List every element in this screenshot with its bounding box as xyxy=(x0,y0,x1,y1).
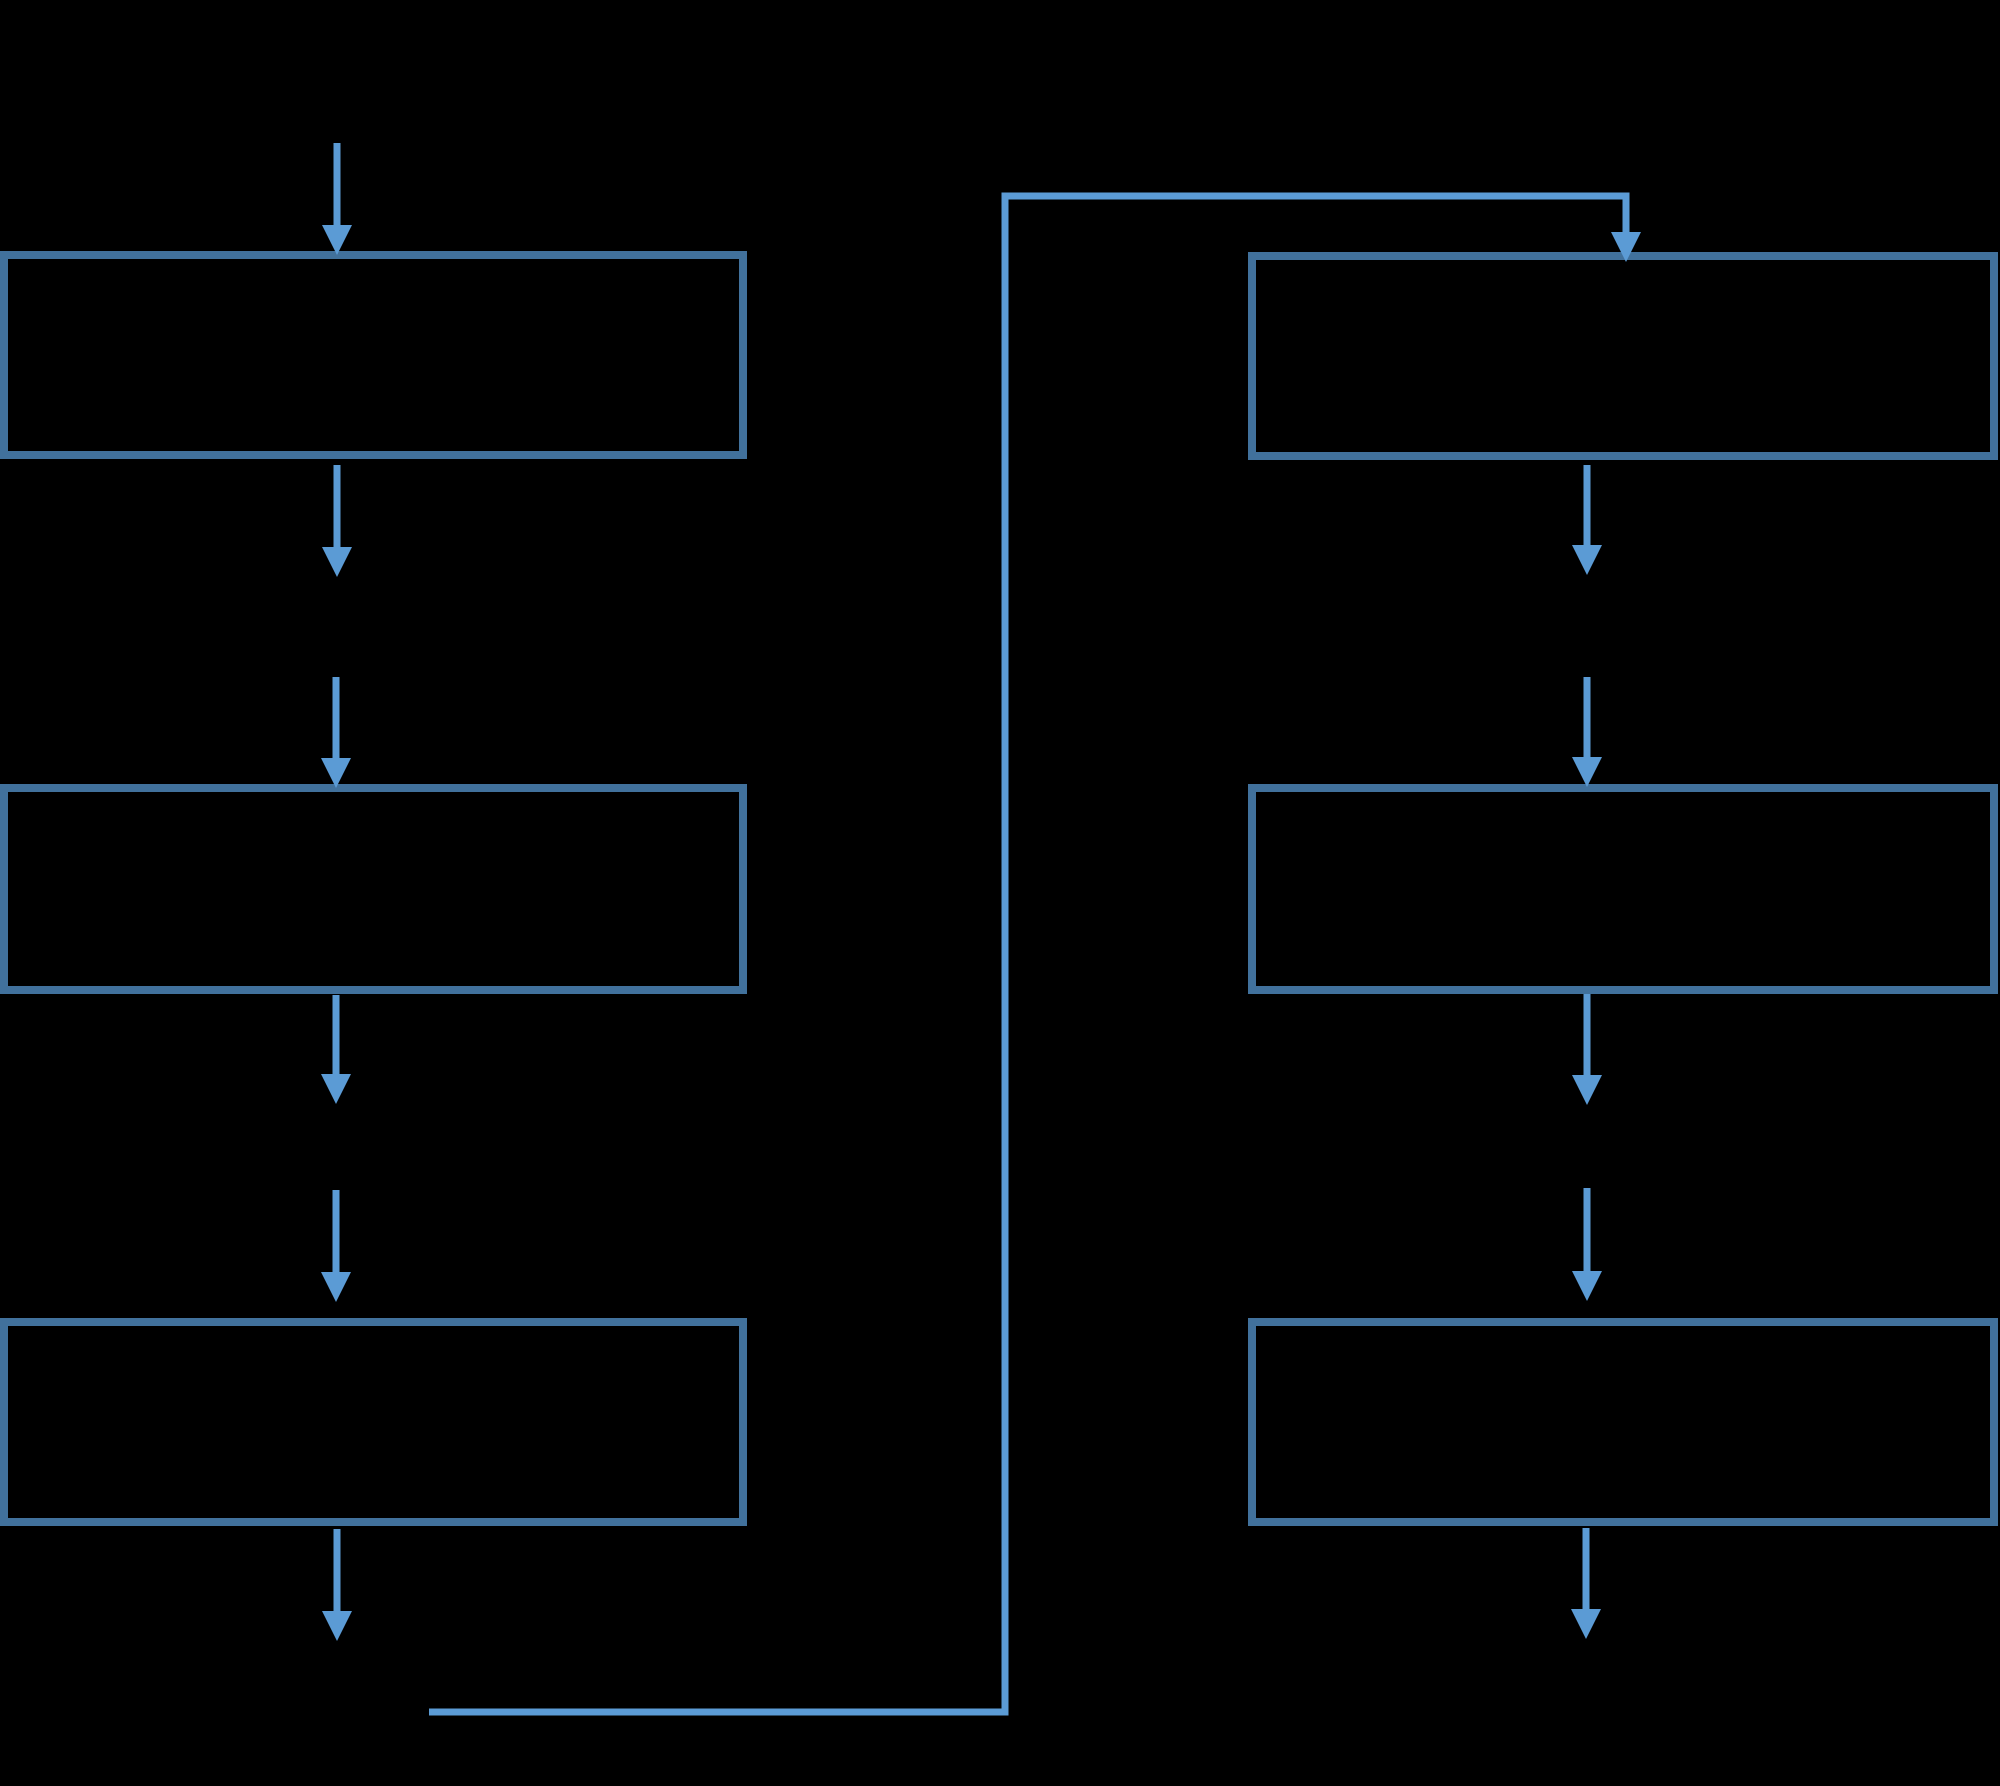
flowchart-connector-layer xyxy=(429,192,1641,1716)
left-box-3 xyxy=(0,1318,747,1526)
arrow-right-2-out-head xyxy=(1572,1075,1602,1105)
loop-connector-line xyxy=(429,192,1630,1716)
loop-connector-head xyxy=(1611,232,1641,262)
left-box-2 xyxy=(0,784,747,994)
arrow-right-3-in-head xyxy=(1572,1271,1602,1301)
arrow-left-2-in-head xyxy=(321,758,351,788)
arrow-left-3-out-head xyxy=(322,1611,352,1641)
arrow-left-2-out-head xyxy=(321,1074,351,1104)
right-box-2 xyxy=(1248,784,1998,994)
arrow-right-1-out-head xyxy=(1572,545,1602,575)
left-box-1 xyxy=(0,251,747,459)
flowchart-boxes-layer xyxy=(0,251,1998,1526)
right-box-1 xyxy=(1248,252,1998,460)
right-box-3 xyxy=(1248,1318,1998,1526)
arrow-right-3-out-head xyxy=(1571,1609,1601,1639)
arrow-right-2-in-head xyxy=(1572,757,1602,787)
arrow-into-left-1-head xyxy=(322,225,352,255)
arrow-left-1-out-head xyxy=(322,547,352,577)
arrow-left-3-in-head xyxy=(321,1272,351,1302)
flowchart-arrows-layer xyxy=(321,143,1602,1641)
